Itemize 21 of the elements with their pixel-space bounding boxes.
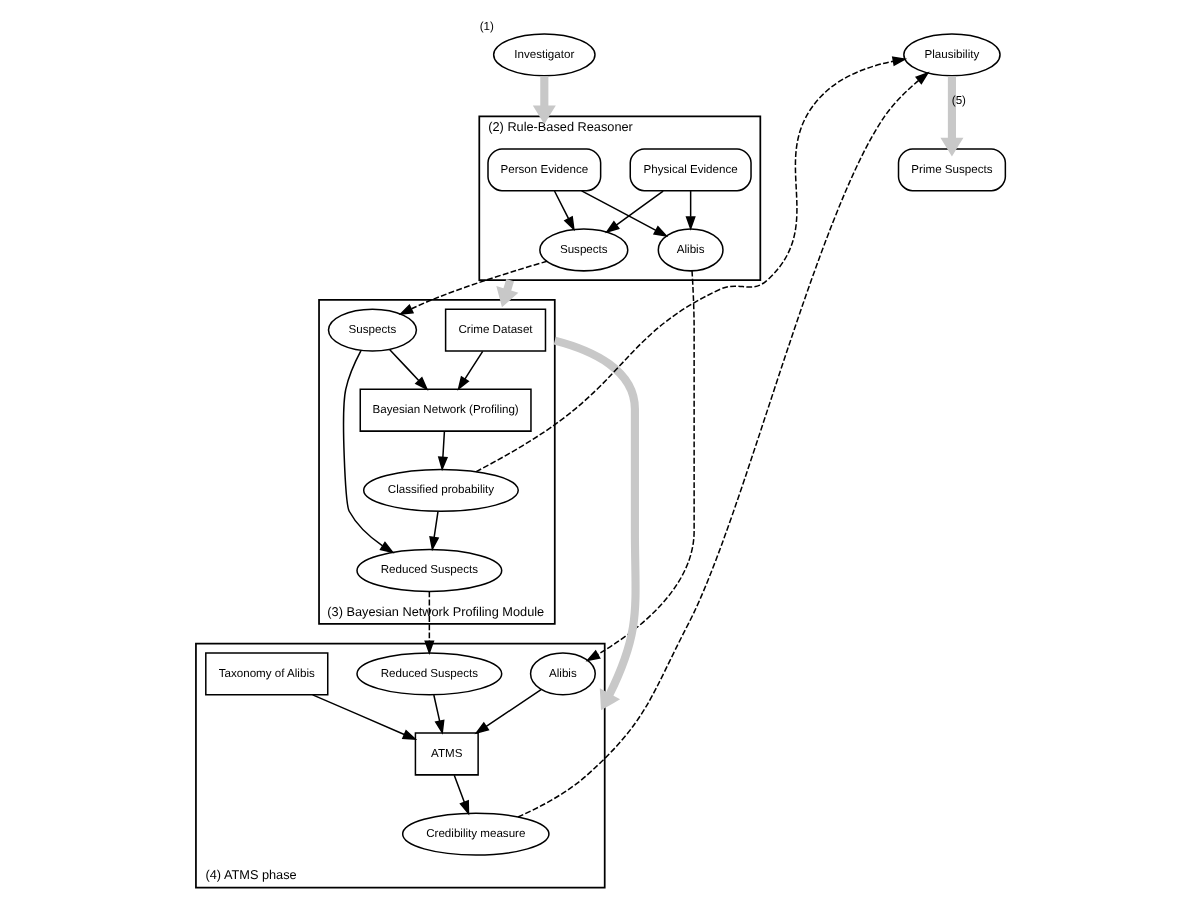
arrow xyxy=(310,694,417,741)
arrow xyxy=(474,56,907,473)
arrow xyxy=(552,336,639,711)
arrow xyxy=(456,350,483,391)
arrow xyxy=(939,76,963,157)
arrow xyxy=(579,190,668,237)
arrow xyxy=(684,190,695,231)
arrow xyxy=(552,190,574,232)
arrow xyxy=(531,76,555,125)
arrow xyxy=(516,71,929,818)
arrow xyxy=(436,430,448,472)
arrow xyxy=(604,190,663,234)
arrow xyxy=(423,590,434,656)
arrow xyxy=(341,349,394,554)
arrow xyxy=(428,510,439,552)
arrow xyxy=(388,348,428,391)
arrow xyxy=(452,774,469,816)
arrow xyxy=(432,694,444,735)
arrow xyxy=(397,260,547,316)
arrow xyxy=(584,270,694,662)
arrow xyxy=(473,688,541,735)
